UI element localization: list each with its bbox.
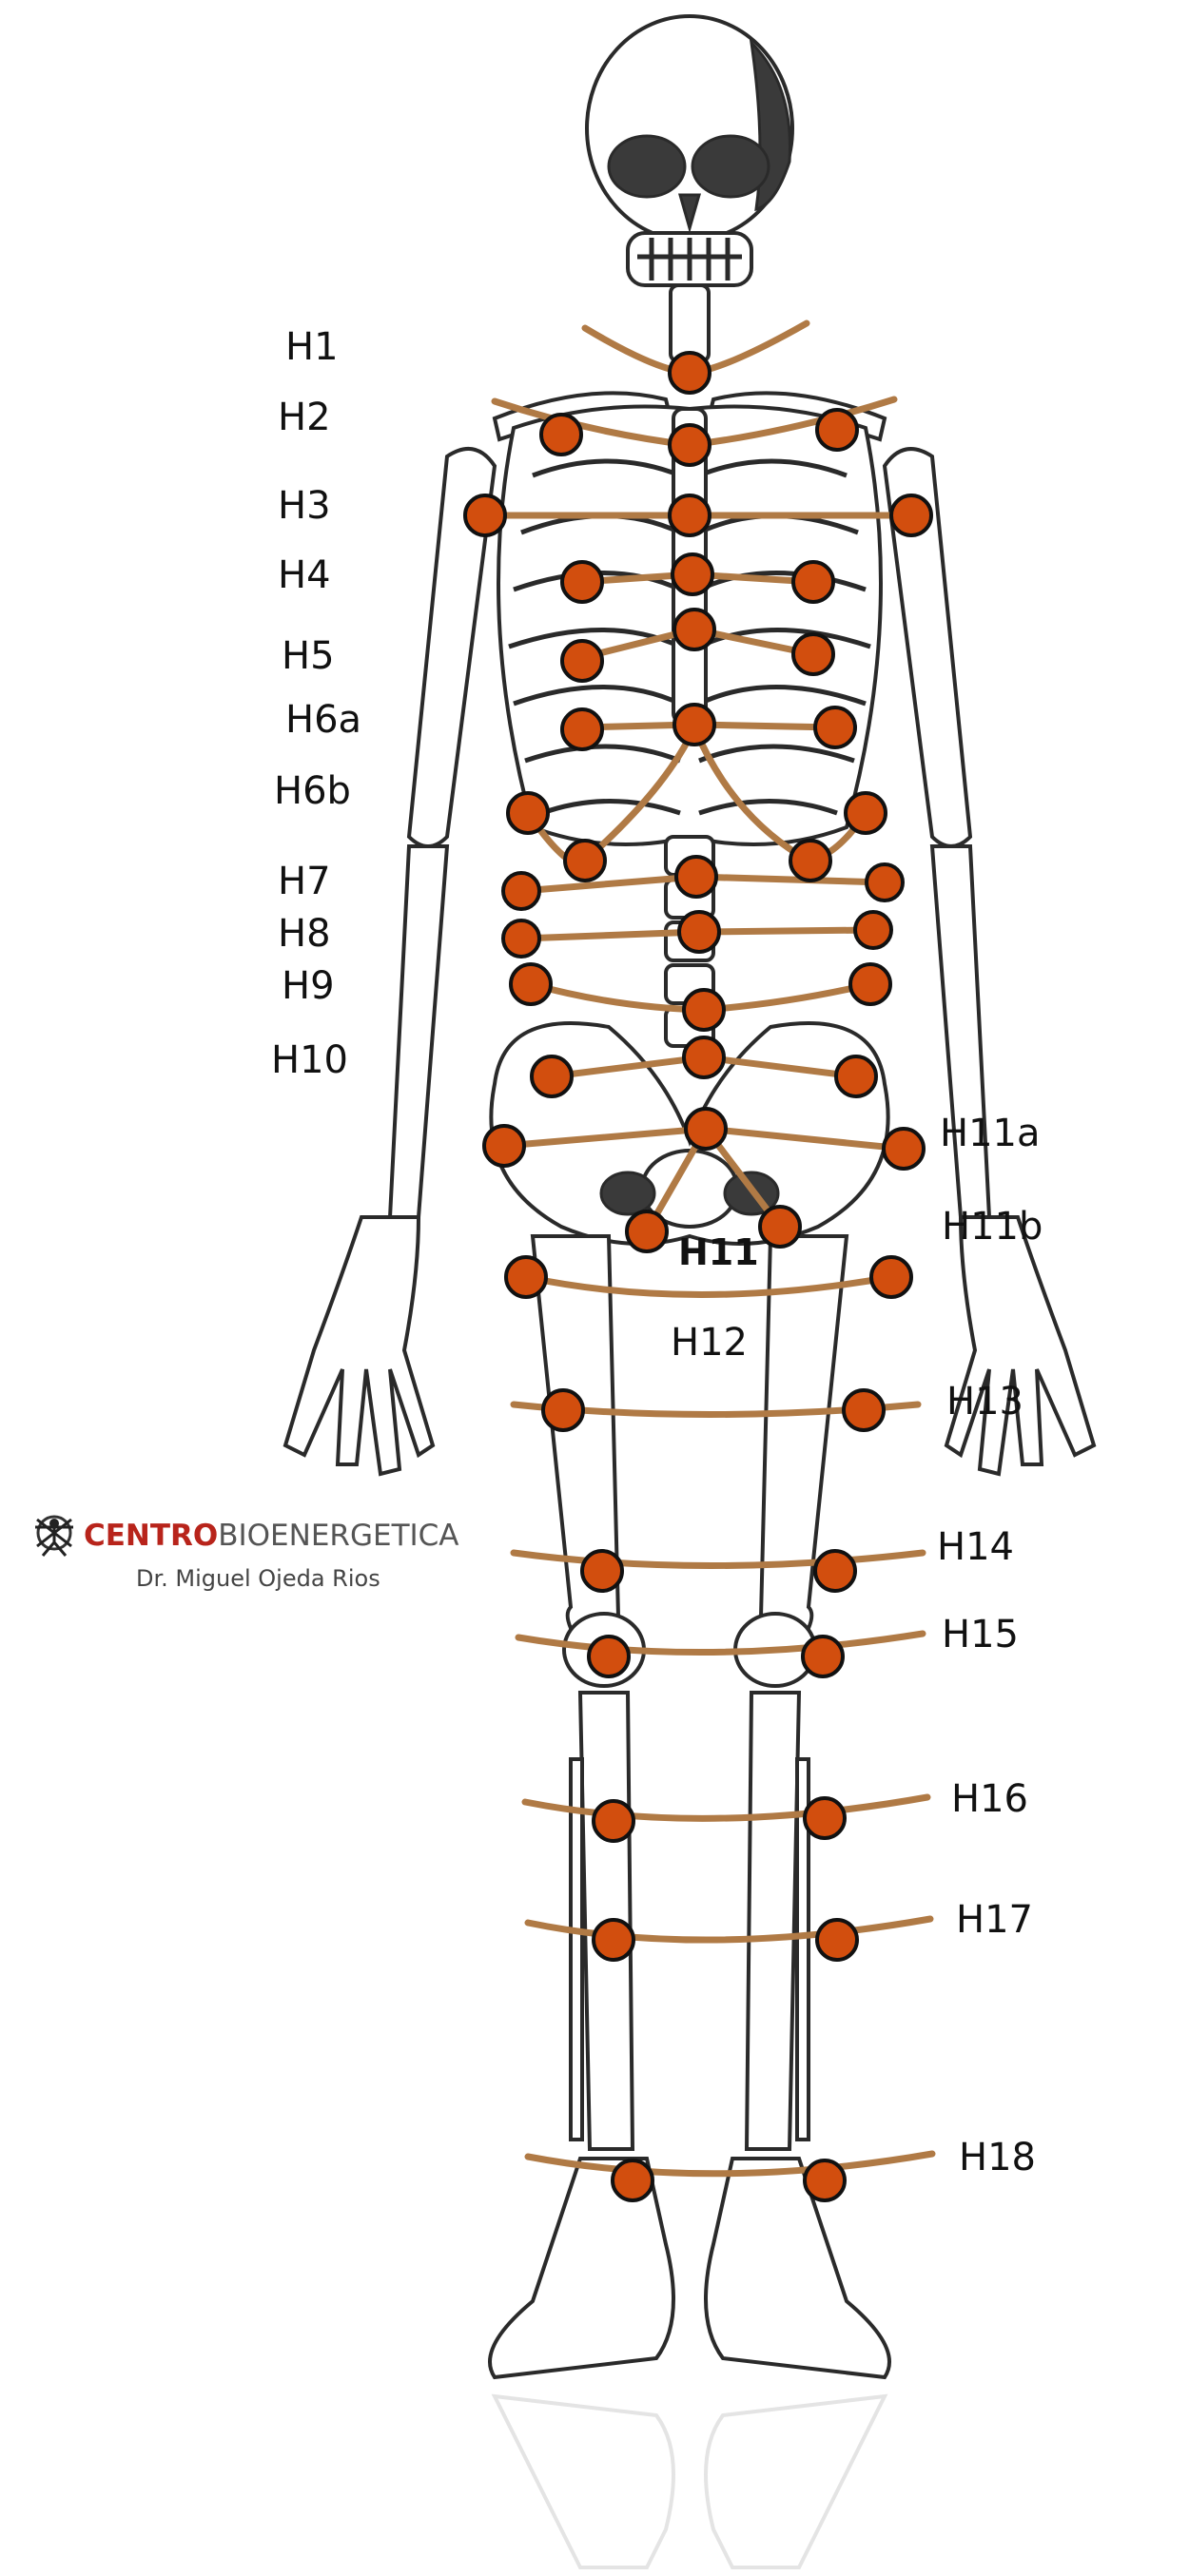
point-h3-left[interactable]: [465, 495, 505, 535]
point-h11b-left[interactable]: [627, 1211, 667, 1251]
point-h9-left[interactable]: [511, 964, 551, 1004]
point-h14-right[interactable]: [815, 1551, 855, 1591]
point-h5-left[interactable]: [562, 641, 602, 681]
point-h6b-outer-left[interactable]: [508, 793, 548, 833]
brand-subtitle: Dr. Miguel Ojeda Rios: [136, 1565, 380, 1592]
label-h11: H11: [678, 1231, 759, 1273]
point-h16-right[interactable]: [805, 1798, 845, 1838]
point-h4-left[interactable]: [562, 562, 602, 602]
figure-icon: [35, 1517, 73, 1556]
label-h1: H1: [285, 325, 339, 369]
label-h18: H18: [959, 2136, 1036, 2179]
point-h11a-left[interactable]: [484, 1126, 524, 1166]
point-h8-left[interactable]: [503, 920, 539, 957]
point-h3-center[interactable]: [670, 495, 710, 535]
point-h9-right[interactable]: [850, 964, 890, 1004]
skull: [587, 16, 792, 285]
brand-name: CENTROBIOENERGETICA: [84, 1519, 459, 1553]
point-h9-center[interactable]: [684, 990, 724, 1030]
point-h11a-right[interactable]: [884, 1129, 924, 1169]
point-h18-left[interactable]: [613, 2160, 653, 2200]
label-h5: H5: [282, 634, 335, 678]
left-arm: [285, 449, 495, 1474]
point-h10-left[interactable]: [532, 1056, 572, 1096]
point-h1-center[interactable]: [670, 353, 710, 393]
point-h6b-outer-right[interactable]: [846, 793, 886, 833]
label-h6b: H6b: [274, 769, 351, 813]
point-h4-center[interactable]: [672, 554, 712, 594]
label-h15: H15: [942, 1613, 1019, 1656]
point-h2-left[interactable]: [541, 415, 581, 455]
point-h15-right[interactable]: [803, 1637, 843, 1676]
brand-strong: CENTRO: [84, 1519, 218, 1553]
point-h17-left[interactable]: [594, 1920, 633, 1960]
brand-logo: CENTROBIOENERGETICA Dr. Miguel Ojeda Rio…: [35, 1517, 459, 1592]
right-arm: [885, 449, 1094, 1474]
point-h7-center[interactable]: [676, 857, 716, 897]
point-h17-right[interactable]: [817, 1920, 857, 1960]
label-h13: H13: [946, 1380, 1023, 1424]
point-h10-right[interactable]: [836, 1056, 876, 1096]
point-h6b-inner-right[interactable]: [790, 841, 830, 881]
brand-light: BIOENERGETICA: [218, 1519, 458, 1553]
point-h8-right[interactable]: [855, 912, 891, 948]
label-h6a: H6a: [285, 698, 361, 742]
point-h13-right[interactable]: [844, 1390, 884, 1430]
point-h12-left[interactable]: [506, 1257, 546, 1297]
point-h6a-left[interactable]: [562, 709, 602, 749]
label-h12: H12: [671, 1321, 748, 1365]
label-h11a: H11a: [940, 1112, 1041, 1155]
label-h2: H2: [278, 396, 331, 439]
point-h10-center[interactable]: [684, 1037, 724, 1077]
point-h12-right[interactable]: [871, 1257, 911, 1297]
point-h6a-right[interactable]: [815, 707, 855, 747]
point-h5-center[interactable]: [674, 610, 714, 649]
point-h11b-right[interactable]: [760, 1207, 800, 1247]
point-h2-center[interactable]: [670, 425, 710, 465]
point-h16-left[interactable]: [594, 1801, 633, 1841]
point-h6a-center[interactable]: [674, 705, 714, 745]
point-h8-center[interactable]: [679, 912, 719, 952]
label-h9: H9: [282, 964, 335, 1008]
point-h7-right[interactable]: [867, 864, 903, 901]
label-h14: H14: [937, 1525, 1014, 1569]
label-h10: H10: [271, 1038, 348, 1082]
point-h18-right[interactable]: [805, 2160, 845, 2200]
point-h11a-center[interactable]: [686, 1109, 726, 1149]
point-h2-right[interactable]: [817, 410, 857, 450]
neck-vertebrae: [671, 285, 709, 361]
point-h15-left[interactable]: [589, 1637, 629, 1676]
label-h17: H17: [956, 1898, 1033, 1942]
label-h11b: H11b: [942, 1205, 1043, 1249]
label-h16: H16: [951, 1777, 1028, 1821]
point-h13-left[interactable]: [543, 1390, 583, 1430]
point-h4-right[interactable]: [793, 562, 833, 602]
label-h7: H7: [278, 860, 331, 903]
point-h7-left[interactable]: [503, 873, 539, 909]
label-h3: H3: [278, 484, 331, 528]
label-h4: H4: [278, 553, 331, 597]
feet-reflection: [495, 2396, 885, 2567]
point-h3-right[interactable]: [891, 495, 931, 535]
point-h14-left[interactable]: [582, 1551, 622, 1591]
label-h8: H8: [278, 912, 331, 956]
point-h6b-inner-left[interactable]: [565, 841, 605, 881]
point-h5-right[interactable]: [793, 634, 833, 674]
